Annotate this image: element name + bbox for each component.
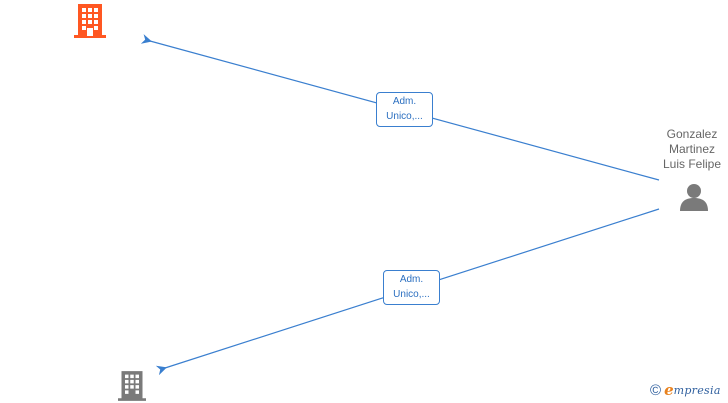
relation-label-line: Adm. bbox=[392, 96, 417, 107]
relation-label-line: Unico,... bbox=[393, 289, 430, 300]
relation-label[interactable]: Adm. Unico,... bbox=[383, 270, 440, 305]
building-icon[interactable] bbox=[74, 4, 106, 38]
relation-label[interactable]: Adm. Unico,... bbox=[376, 92, 433, 127]
person-icon[interactable] bbox=[679, 182, 709, 212]
person-name-line: Gonzalez bbox=[666, 127, 718, 141]
brand-e-letter: e bbox=[664, 381, 674, 399]
brand-wordmark: mpresia bbox=[673, 383, 721, 397]
person-name-line: Luis Felipe bbox=[662, 157, 722, 171]
building-icon[interactable] bbox=[118, 369, 146, 403]
relation-label-line: Unico,... bbox=[386, 111, 423, 122]
copyright-symbol: © bbox=[650, 381, 662, 399]
person-name-label[interactable]: Gonzalez Martinez Luis Felipe bbox=[652, 127, 728, 172]
person-name-line: Martinez bbox=[668, 142, 715, 156]
relation-label-line: Adm. bbox=[399, 274, 424, 285]
